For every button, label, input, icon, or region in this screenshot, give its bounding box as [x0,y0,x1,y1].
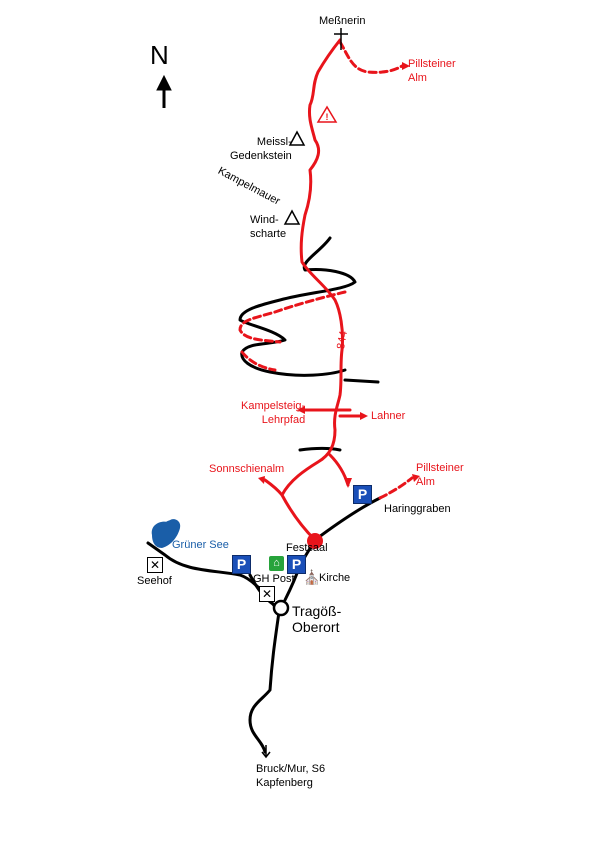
warning-triangle-icon [316,105,338,123]
arrow-icon [297,406,305,414]
festsaal-label: Festsaal [286,542,328,554]
road-serpentine-low [238,236,357,377]
kirche-label: Kirche [319,572,351,584]
arrow-icon [344,478,352,488]
village-ring [272,599,290,617]
gruener-see-label: Grüner See [172,539,229,551]
route-main [280,38,344,542]
parking-icon: P [287,555,306,574]
route-dashed-serpentine [238,290,347,344]
arrow-icon [412,474,420,482]
north-label: N [150,40,169,70]
route-sonnschien-branch [263,478,284,497]
arrow-icon [360,412,368,420]
start-point [307,533,323,549]
summit-label: Meßnerin [319,15,366,27]
tragoess-oberort-label: Tragöß- Oberort [292,603,342,635]
lahner-label: Lahner [371,410,406,422]
arrow-icon [258,476,265,484]
lake-shape-small [164,520,180,532]
peak-triangle-icon [283,209,301,225]
pillsteiner-alm-top-label: Pillsteiner Alm [408,58,456,84]
parking-icon: P [353,485,372,504]
south-arrow-icon [261,745,271,759]
restaurant-icon: ✕ [147,557,163,573]
gh-post-label: GH Post [253,573,295,585]
road-serpentine-bottom [343,378,380,384]
svg-text:!: ! [326,112,329,122]
summit-cross-icon [334,28,348,50]
road-main-south [248,610,281,754]
museum-icon: ⌂ [269,556,284,571]
restaurant-icon: ✕ [259,586,275,602]
peak-triangle-icon [288,130,306,146]
kampelsteig-lehrpfad-label: Kampelsteig- Lehrpfad [241,400,306,426]
seehof-label: Seehof [137,575,172,587]
church-icon: ⛪ [303,569,321,585]
haringgraben-label: Haringgraben [384,503,451,515]
bruck-kapfenberg-label: Bruck/Mur, S6 Kapfenberg [256,763,326,789]
arrow-icon [402,62,410,70]
road-lahner-bend [298,447,342,452]
pillsteiner-alm-low-label: Pillsteiner Alm [416,462,464,488]
sonnschienalm-label: Sonnschienalm [209,463,285,475]
route-dashed-upper [338,40,404,74]
parking-icon: P [232,555,251,574]
windscharte-label: Wind- scharte [250,214,287,240]
route-dashed-serpentine2 [240,350,277,372]
meissl-gedenkstein-label: Meissl- Gedenkstein [230,136,292,162]
north-arrow-icon [156,74,172,108]
route-dashed-lower [378,476,414,500]
road-haringgraben [313,496,382,542]
